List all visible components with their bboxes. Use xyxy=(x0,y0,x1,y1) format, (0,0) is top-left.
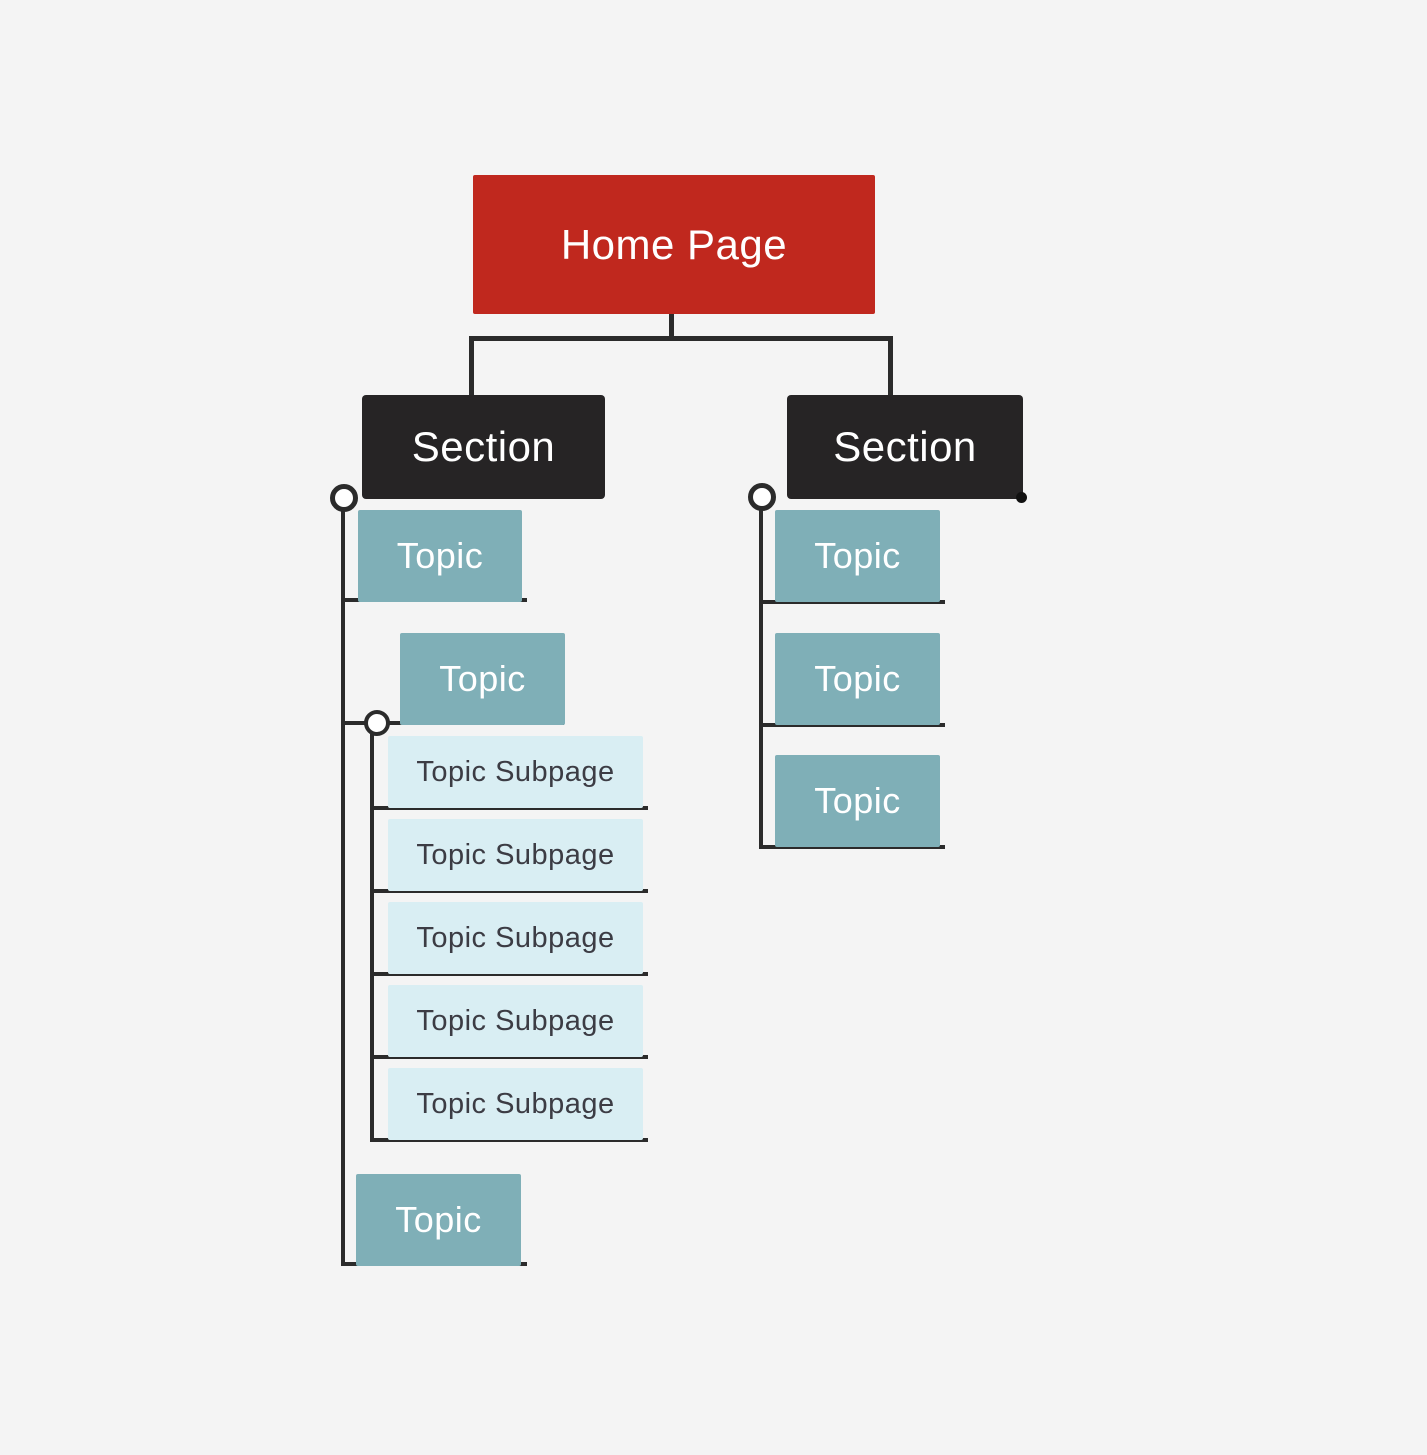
node-right-topic-1[interactable]: Topic xyxy=(775,510,940,602)
connector-subpage-spine xyxy=(370,724,374,1142)
connector-drop-left-section xyxy=(469,336,474,397)
node-section-left-label: Section xyxy=(411,423,556,470)
connector-subpage2-underline xyxy=(370,889,648,893)
node-left-topic-2[interactable]: Topic xyxy=(400,633,565,725)
connector-right-topic3-underline xyxy=(759,845,945,849)
node-topic-subpage-3-label: Topic Subpage xyxy=(416,921,615,954)
node-topic-subpage-1[interactable]: Topic Subpage xyxy=(388,736,643,808)
node-section-left[interactable]: Section xyxy=(362,395,605,499)
connector-right-topic1-underline xyxy=(759,600,945,604)
node-topic-subpage-2[interactable]: Topic Subpage xyxy=(388,819,643,891)
endpoint-dot-right-section xyxy=(1016,492,1027,503)
node-right-topic-2-label: Topic xyxy=(814,658,901,699)
node-topic-subpage-5[interactable]: Topic Subpage xyxy=(388,1068,643,1140)
node-home-page-label: Home Page xyxy=(560,220,788,268)
node-home-page[interactable]: Home Page xyxy=(473,175,875,314)
connector-right-branch-spine xyxy=(759,497,763,849)
node-topic-subpage-3[interactable]: Topic Subpage xyxy=(388,902,643,974)
node-left-topic-2-label: Topic xyxy=(439,658,526,699)
connector-right-topic2-underline xyxy=(759,723,945,727)
node-topic-subpage-2-label: Topic Subpage xyxy=(416,838,615,871)
node-right-topic-3-label: Topic xyxy=(814,780,901,821)
node-topic-subpage-4[interactable]: Topic Subpage xyxy=(388,985,643,1057)
branch-handle-circle-right-section[interactable] xyxy=(748,483,776,511)
connector-subpage1-underline xyxy=(370,806,648,810)
node-section-right-label: Section xyxy=(833,423,977,470)
connector-subpage3-underline xyxy=(370,972,648,976)
node-left-topic-3[interactable]: Topic xyxy=(356,1174,521,1266)
connector-home-stem xyxy=(669,314,674,340)
node-section-right[interactable]: Section xyxy=(787,395,1023,499)
node-right-topic-3[interactable]: Topic xyxy=(775,755,940,847)
node-left-topic-3-label: Topic xyxy=(395,1199,482,1240)
node-topic-subpage-4-label: Topic Subpage xyxy=(416,1004,615,1037)
connector-home-horizontal-bar xyxy=(469,336,893,341)
branch-handle-circle-left-section[interactable] xyxy=(330,484,358,512)
connector-drop-right-section xyxy=(888,336,893,397)
branch-handle-circle-left-topic-2[interactable] xyxy=(364,710,390,736)
node-right-topic-1-label: Topic xyxy=(814,535,901,576)
node-left-topic-1-label: Topic xyxy=(396,535,484,576)
node-topic-subpage-5-label: Topic Subpage xyxy=(416,1087,615,1120)
connector-subpage5-underline xyxy=(370,1138,648,1142)
connector-left-branch-spine xyxy=(341,498,345,1266)
node-left-topic-1[interactable]: Topic xyxy=(358,510,522,602)
node-topic-subpage-1-label: Topic Subpage xyxy=(416,755,615,788)
connector-subpage4-underline xyxy=(370,1055,648,1059)
node-right-topic-2[interactable]: Topic xyxy=(775,633,940,725)
